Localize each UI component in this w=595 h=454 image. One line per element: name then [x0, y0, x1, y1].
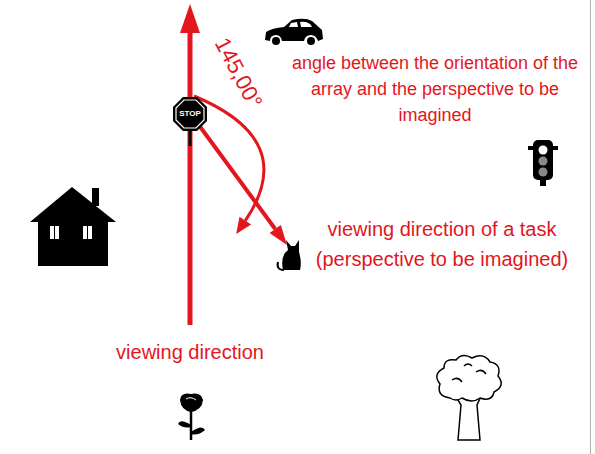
viewing-direction-arrow	[188, 30, 193, 325]
task-direction-caption: viewing direction of a task (perspective…	[298, 214, 586, 274]
car-window	[289, 22, 312, 27]
traffic-light-icon	[528, 140, 558, 186]
stop-sign-text: STOP	[179, 109, 201, 119]
tree-icon	[437, 355, 501, 440]
angle-value: 145,00°	[208, 33, 267, 113]
arrowhead	[180, 4, 200, 33]
car-wheel	[272, 37, 280, 45]
angle-caption: angle between the orientation of the arr…	[284, 50, 586, 128]
cat-icon	[278, 240, 301, 270]
rose-icon	[178, 394, 205, 440]
viewing-direction-caption: viewing direction	[116, 340, 264, 364]
house-icon	[30, 187, 116, 266]
car-wheel	[307, 37, 315, 45]
stop-sign-icon	[173, 97, 207, 146]
car-icon	[265, 19, 323, 41]
arrowhead	[236, 217, 251, 234]
arrowhead	[270, 225, 287, 245]
frame-edge	[590, 0, 591, 454]
